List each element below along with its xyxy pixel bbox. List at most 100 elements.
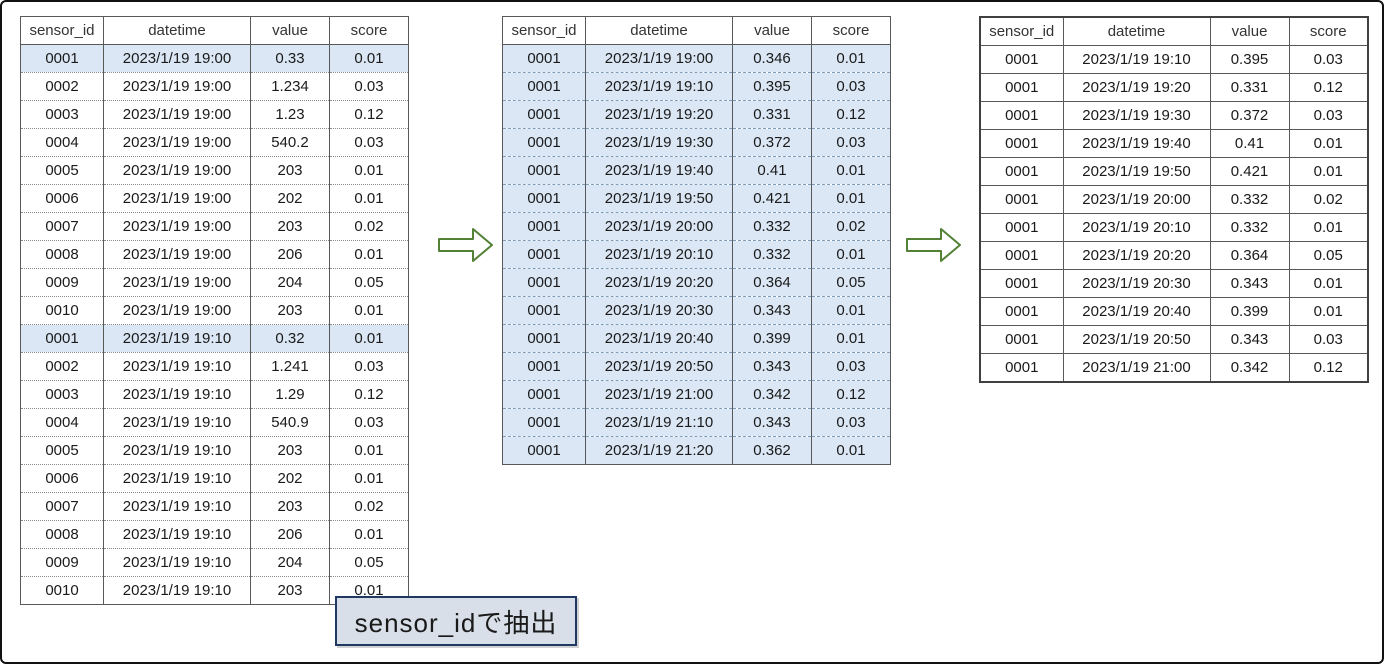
cell: 2023/1/19 21:10 — [585, 408, 733, 437]
cell: 0.343 — [732, 352, 812, 381]
cell: 2023/1/19 19:10 — [103, 492, 251, 521]
cell: 0005 — [20, 156, 104, 185]
cell: 206 — [250, 240, 330, 269]
cell: 0.01 — [1288, 269, 1369, 298]
cell: 203 — [250, 156, 330, 185]
cell: 0003 — [20, 380, 104, 409]
column-header: score — [1288, 16, 1369, 46]
cell: 0.332 — [1209, 213, 1290, 242]
cell: 2023/1/19 19:10 — [103, 408, 251, 437]
cell: 2023/1/19 21:00 — [1062, 353, 1211, 383]
cell: 2023/1/19 20:00 — [1062, 185, 1211, 214]
cell: 203 — [250, 212, 330, 241]
column-header: score — [329, 16, 409, 45]
cell: 540.2 — [250, 128, 330, 157]
cell: 2023/1/19 20:40 — [1062, 297, 1211, 326]
cell: 0.364 — [732, 268, 812, 297]
cell: 2023/1/19 19:10 — [585, 72, 733, 101]
cell: 0001 — [502, 72, 586, 101]
cell: 0001 — [979, 213, 1064, 242]
cell: 0.12 — [329, 380, 409, 409]
cell: 0.03 — [329, 72, 409, 101]
cell: 2023/1/19 19:00 — [585, 44, 733, 73]
cell: 0001 — [979, 325, 1064, 354]
cell: 0.331 — [1209, 73, 1290, 102]
column-header: value — [1209, 16, 1290, 46]
cell: 0001 — [502, 380, 586, 409]
cell: 0008 — [20, 240, 104, 269]
cell: 202 — [250, 184, 330, 213]
cell: 0.12 — [329, 100, 409, 129]
cell: 0.343 — [1209, 325, 1290, 354]
cell: 0.01 — [811, 296, 891, 325]
cell: 0004 — [20, 128, 104, 157]
cell: 0.41 — [732, 156, 812, 185]
cell: 0001 — [979, 73, 1064, 102]
cell: 2023/1/19 19:10 — [1062, 45, 1211, 74]
cell: 0.01 — [329, 436, 409, 465]
cell: 2023/1/19 19:00 — [103, 156, 251, 185]
cell: 0.03 — [1288, 325, 1369, 354]
cell: 0.02 — [329, 212, 409, 241]
cell: 0.01 — [329, 44, 409, 73]
right-arrow-icon — [906, 227, 962, 263]
cell: 2023/1/19 19:10 — [103, 380, 251, 409]
cell: 0.03 — [811, 408, 891, 437]
cell: 2023/1/19 19:10 — [103, 520, 251, 549]
cell: 0006 — [20, 464, 104, 493]
cell: 202 — [250, 464, 330, 493]
cell: 0.01 — [1288, 213, 1369, 242]
cell: 0.372 — [732, 128, 812, 157]
cell: 0.343 — [1209, 269, 1290, 298]
cell: 0.05 — [811, 268, 891, 297]
cell: 0.332 — [732, 212, 812, 241]
cell: 2023/1/19 20:00 — [585, 212, 733, 241]
cell: 0008 — [20, 520, 104, 549]
cell: 0.01 — [329, 184, 409, 213]
cell: 0.395 — [1209, 45, 1290, 74]
cell: 2023/1/19 19:50 — [1062, 157, 1211, 186]
cell: 2023/1/19 20:50 — [1062, 325, 1211, 354]
cell: 0007 — [20, 212, 104, 241]
cell: 0.332 — [1209, 185, 1290, 214]
cell: 203 — [250, 576, 330, 605]
cell: 0010 — [20, 296, 104, 325]
cell: 0.03 — [811, 72, 891, 101]
cell: 0.01 — [1288, 297, 1369, 326]
cell: 0.399 — [1209, 297, 1290, 326]
cell: 204 — [250, 548, 330, 577]
cell: 0001 — [502, 408, 586, 437]
column-header: value — [250, 16, 330, 45]
cell: 0.05 — [329, 268, 409, 297]
cell: 2023/1/19 20:40 — [585, 324, 733, 353]
cell: 0.332 — [732, 240, 812, 269]
cell: 0001 — [502, 352, 586, 381]
cell: 0.01 — [329, 156, 409, 185]
cell: 0009 — [20, 268, 104, 297]
caption-box: sensor_idで抽出 — [335, 596, 577, 646]
cell: 0001 — [502, 436, 586, 465]
